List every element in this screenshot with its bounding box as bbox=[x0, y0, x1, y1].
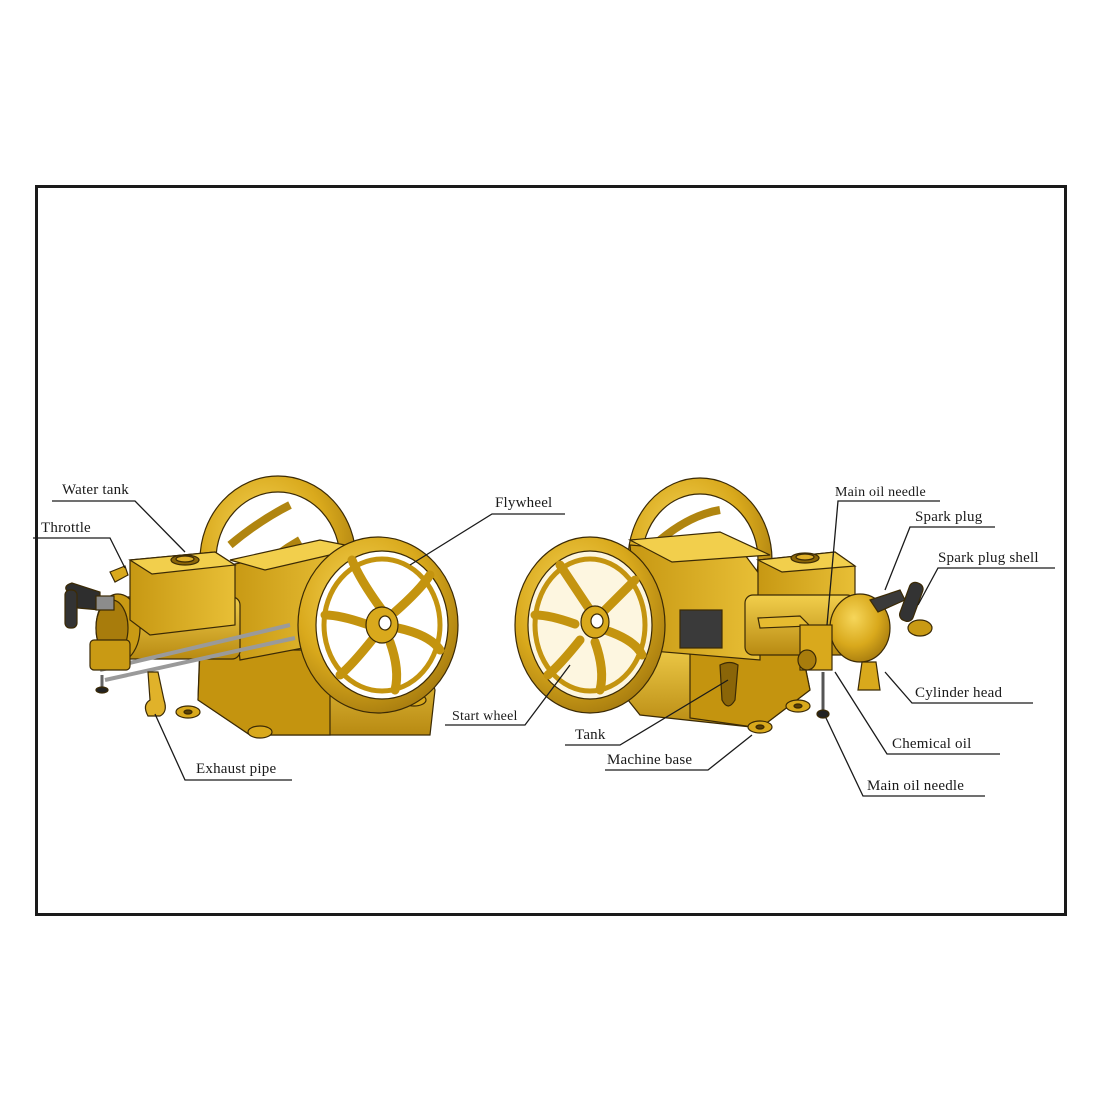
leader-flywheel bbox=[409, 513, 565, 566]
leader-cylinder-head bbox=[884, 671, 1033, 704]
label-cylinder-head: Cylinder head bbox=[915, 685, 1003, 701]
right-engine-view bbox=[514, 477, 933, 734]
leader-tank bbox=[565, 679, 729, 746]
label-flywheel: Flywheel bbox=[495, 495, 553, 511]
label-spark-plug: Spark plug bbox=[915, 509, 983, 525]
leader-main-oil-needle-bottom bbox=[825, 717, 985, 797]
leader-start-wheel bbox=[445, 664, 571, 726]
leader-chemical-oil bbox=[834, 671, 1000, 755]
label-machine-base: Machine base bbox=[607, 752, 693, 768]
leader-exhaust-pipe bbox=[154, 713, 292, 781]
label-main-oil-needle-top: Main oil needle bbox=[835, 485, 926, 500]
leader-water-tank bbox=[52, 500, 186, 553]
tank-cup bbox=[719, 661, 739, 707]
label-exhaust-pipe: Exhaust pipe bbox=[196, 761, 277, 777]
label-tank: Tank bbox=[575, 727, 606, 743]
start-wheel bbox=[514, 536, 666, 714]
leader-throttle bbox=[33, 537, 126, 569]
label-chemical-oil: Chemical oil bbox=[892, 736, 972, 752]
left-engine-view bbox=[64, 475, 459, 739]
exhaust-pipe-left bbox=[144, 671, 166, 717]
front-flywheel bbox=[297, 536, 459, 714]
spark-plug-left bbox=[64, 582, 115, 629]
throttle-lever bbox=[109, 565, 129, 583]
leader-spark-plug bbox=[884, 526, 995, 591]
diagram-frame bbox=[35, 185, 1067, 916]
leader-machine-base bbox=[605, 734, 753, 771]
leader-main-oil-needle-top bbox=[826, 500, 940, 626]
leader-lines bbox=[33, 500, 1055, 797]
leader-spark-plug-shell bbox=[917, 567, 1055, 606]
ignition-block bbox=[679, 609, 723, 649]
label-main-oil-needle-bottom: Main oil needle bbox=[867, 778, 965, 794]
water-tank-left bbox=[128, 551, 237, 636]
label-throttle: Throttle bbox=[41, 520, 91, 536]
spark-plug-right bbox=[869, 581, 924, 622]
label-start-wheel: Start wheel bbox=[452, 709, 518, 724]
label-spark-plug-shell: Spark plug shell bbox=[938, 550, 1039, 566]
label-water-tank: Water tank bbox=[62, 482, 130, 498]
